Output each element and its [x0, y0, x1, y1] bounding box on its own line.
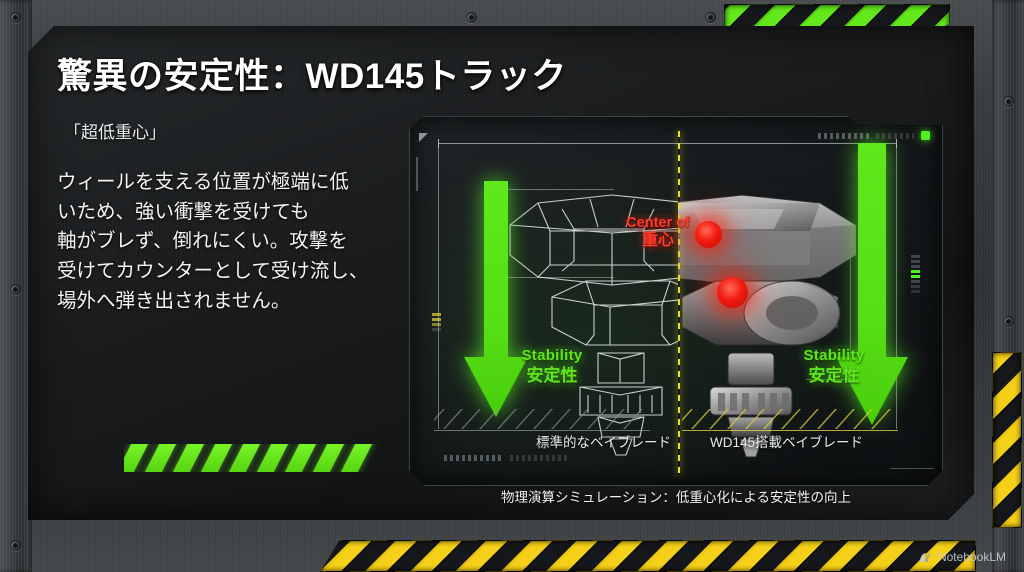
hud-bar-gauge-right	[911, 255, 920, 293]
dimension-line-top	[438, 143, 896, 144]
wireframe-half	[410, 117, 678, 485]
rivet	[466, 12, 477, 23]
rivet	[1003, 96, 1014, 107]
caption-standard-beyblade: 標準的なベイブレード	[536, 435, 671, 450]
watermark-label: NotebookLM	[937, 550, 1006, 564]
notebooklm-watermark: NotebookLM	[919, 550, 1006, 564]
solid-render-half	[678, 117, 942, 485]
hud-readout	[444, 455, 504, 461]
stability-arrow-right	[834, 143, 910, 439]
status-led-icon	[921, 131, 930, 140]
rivet	[10, 284, 21, 295]
diagram-footer-caption: 物理演算シミュレーション：低重心化による安定性の向上	[500, 490, 852, 505]
center-of-gravity-marker-wd145	[717, 277, 748, 308]
panel-green-hazard-strip: (function(){ var s=[]; for(var i=0;i<9;i…	[124, 444, 384, 472]
rivet	[10, 12, 21, 23]
stability-label-jp: 安定性	[808, 365, 860, 385]
ground-line-right	[682, 430, 898, 431]
dimension-line-left	[438, 143, 439, 429]
hazard-stripe-bottom-yellow	[320, 540, 976, 572]
stability-arrow-left	[462, 181, 530, 431]
ground-line-left	[434, 430, 650, 431]
rivet	[10, 540, 21, 551]
dimension-tick	[494, 277, 614, 278]
beyblade-solid-model	[678, 169, 880, 469]
beyblade-wireframe-model	[494, 169, 678, 469]
hud-readout	[876, 133, 914, 139]
center-of-gravity-label: Center of 重心	[606, 215, 710, 251]
body-line: 受けてカウンターとして受け流し、	[57, 259, 369, 282]
stability-label-jp: 安定性	[526, 365, 578, 385]
hazard-stripe-right-yellow	[992, 352, 1022, 528]
stability-label-en: Stability	[521, 347, 583, 364]
body-line: 軸がブレず、倒れにくい。攻撃を	[57, 230, 348, 253]
notebooklm-logo-icon	[919, 553, 932, 562]
body-line: 場外へ弾き出されません。	[57, 289, 291, 312]
simulation-diagram: Center of 重心 Stability 安定性 Stability 安定性	[409, 116, 943, 486]
cog-label-jp: 重心	[641, 232, 674, 250]
stability-label-en: Stability	[803, 347, 865, 364]
dimension-line-inner	[850, 229, 851, 379]
hud-corner-marker	[419, 133, 428, 142]
cog-label-en: Center of	[626, 215, 690, 231]
center-of-gravity-marker-standard	[695, 221, 722, 248]
hud-frame-tick	[416, 157, 418, 191]
stability-label-right: Stability 安定性	[788, 347, 880, 386]
rivet	[705, 12, 716, 23]
body-paragraph: ウィールを支える位置が極端に低 いため、強い衝撃を受けても 軸がブレず、倒れにく…	[57, 168, 402, 316]
hud-readout	[818, 133, 870, 139]
body-line: いため、強い衝撃を受けても	[57, 200, 310, 223]
hud-frame-tick	[890, 468, 934, 469]
hud-bar-gauge-left	[432, 313, 441, 331]
ground-hatch-left	[434, 409, 650, 429]
hud-readout	[510, 455, 568, 461]
dimension-line-right	[896, 143, 897, 429]
ground-hatch-right	[682, 409, 898, 429]
center-divider-line	[678, 131, 680, 475]
subtitle: 「超低重心」	[64, 123, 166, 142]
dimension-tick	[494, 189, 614, 190]
page-title: 驚異の安定性：WD145トラック	[57, 57, 567, 96]
stability-label-left: Stability 安定性	[506, 347, 598, 386]
rivet	[1003, 316, 1014, 327]
body-line: ウィールを支える位置が極端に低	[57, 171, 349, 193]
dimension-tick	[806, 379, 850, 380]
caption-wd145-beyblade: WD145搭載ベイブレード	[710, 435, 864, 450]
